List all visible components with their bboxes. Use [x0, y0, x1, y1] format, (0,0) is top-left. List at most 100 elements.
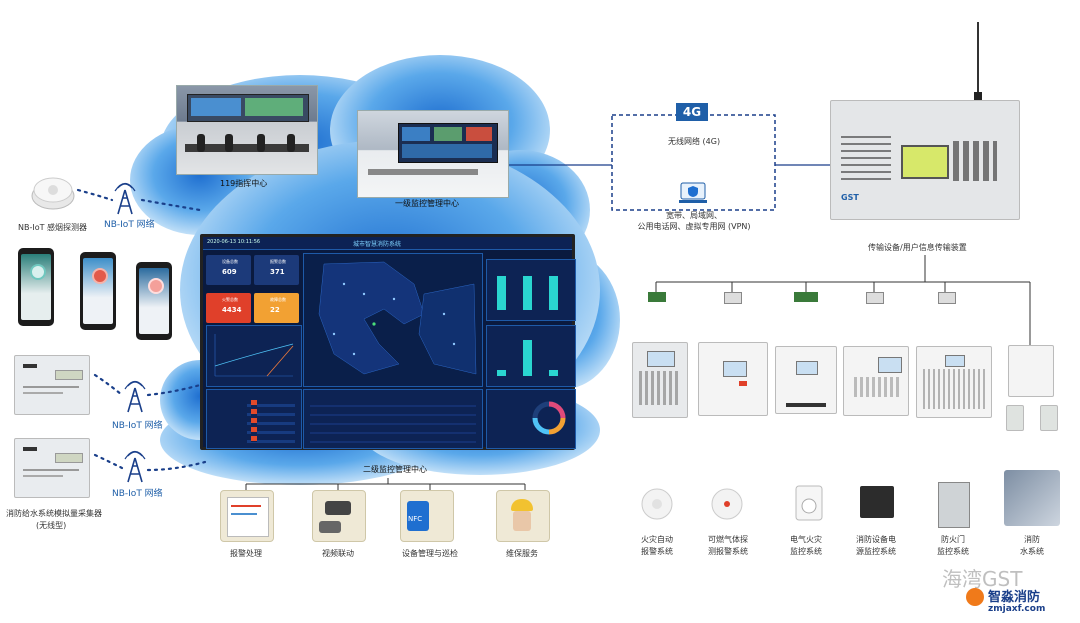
system-label-line1: 电气火灾 — [790, 535, 822, 544]
stat-value: 371 — [270, 268, 285, 276]
module-board — [648, 292, 666, 302]
analog-collector-device — [14, 355, 90, 415]
stat-label: 火警总数 — [222, 297, 238, 302]
bar-panel-top — [486, 259, 576, 321]
phone-app-3 — [136, 262, 172, 340]
smoke-detector-icon — [31, 177, 75, 210]
gauge-chart — [532, 401, 566, 435]
brand-cn: 智淼消防 — [988, 590, 1041, 605]
command-center-label: 119指挥中心 — [220, 179, 268, 188]
fire-alarm-panel — [632, 342, 688, 418]
service-label: 维保服务 — [506, 549, 538, 558]
wireless-4g-label: 无线网络 (4G) — [668, 137, 721, 146]
table-panel-center — [303, 389, 483, 449]
bar — [497, 276, 506, 310]
vpn-shield-icon — [679, 182, 707, 203]
bar — [523, 276, 532, 310]
pressure-sensor — [1006, 405, 1024, 431]
module-board — [866, 292, 884, 304]
system-label-line1: 消防 — [1024, 535, 1040, 544]
dashboard-header — [203, 237, 572, 250]
smoke-detector-icon — [641, 488, 673, 520]
alarm-handling-icon — [220, 490, 274, 542]
fire-door-icon — [938, 482, 970, 528]
system-label-line2: 测报警系统 — [708, 547, 748, 556]
stat-value: 22 — [270, 306, 280, 314]
transmission-device-label: 传输设备/用户信息传输装置 — [868, 243, 967, 252]
phone-app-1 — [18, 248, 54, 326]
level1-center-photo — [357, 110, 509, 198]
stat-tile: 故障总数 22 — [254, 293, 299, 323]
service-label: 报警处理 — [230, 549, 262, 558]
bar — [523, 340, 532, 376]
water-system-photo — [1004, 470, 1060, 526]
service-label: 设备管理与巡检 — [402, 549, 458, 558]
electrical-fire-panel — [775, 346, 837, 414]
trend-chart — [214, 334, 294, 377]
table-panel-left — [206, 389, 302, 449]
network-types-label-1: 宽带、局域网、 — [666, 211, 722, 220]
level2-center-label: 二级监控管理中心 — [363, 465, 427, 474]
dashboard-screen: 2020-06-13 10:11:56 城市智慧消防系统 设备总数 609 报警总数… — [200, 234, 576, 450]
system-label-line1: 火灾自动 — [641, 535, 673, 544]
nb-iot-network-label-3: NB-IoT 网络 — [112, 489, 163, 499]
transmission-brand: GST — [841, 193, 859, 202]
map-graphic — [318, 261, 477, 375]
water-collector-label: 消防给水系统模拟量采集器 — [6, 509, 102, 518]
stat-tile: 设备总数 609 — [206, 255, 251, 285]
phone-app-2 — [80, 252, 116, 330]
stat-value: 609 — [222, 268, 237, 276]
nb-iot-network-label-1: NB-IoT 网络 — [104, 220, 155, 230]
system-label-line2: 水系统 — [1020, 547, 1044, 556]
antenna-base — [974, 92, 982, 102]
dashboard-datetime: 2020-06-13 10:11:56 — [207, 239, 261, 245]
brand-url: zmjaxf.com — [988, 604, 1046, 614]
water-system-panel — [1008, 345, 1054, 397]
system-label-line2: 源监控系统 — [856, 547, 896, 556]
fire-door-panel — [916, 346, 992, 418]
nb-iot-network-label-2: NB-IoT 网络 — [112, 421, 163, 431]
stat-label: 故障总数 — [270, 297, 286, 302]
stat-label: 设备总数 — [222, 259, 238, 264]
stat-tile: 火警总数 4434 — [206, 293, 251, 323]
antenna — [977, 22, 979, 100]
system-label-line1: 防火门 — [941, 535, 965, 544]
bar — [549, 370, 558, 376]
command-center-photo — [176, 85, 318, 175]
nb-iot-tower-icon — [124, 380, 146, 413]
smoke-detector-label: NB-IoT 感烟探测器 — [18, 223, 88, 232]
system-label-line1: 消防设备电 — [856, 535, 896, 544]
video-link-icon — [312, 490, 366, 542]
stat-label: 报警总数 — [270, 259, 286, 264]
transmission-device: GST — [830, 100, 1020, 220]
wechat-watermark: 海湾GST — [942, 567, 1023, 591]
brand-logo-icon — [966, 588, 984, 606]
analog-collector-device — [14, 438, 90, 498]
nfc-device-icon: NFC — [400, 490, 454, 542]
system-label-line1: 可燃气体探 — [708, 535, 748, 544]
service-label: 视频联动 — [322, 549, 354, 558]
power-monitor-panel — [843, 346, 909, 416]
pressure-sensor — [1040, 405, 1058, 431]
bar — [497, 370, 506, 376]
gas-alarm-panel — [698, 342, 768, 416]
system-label-line2: 报警系统 — [641, 547, 673, 556]
gauge-panel — [486, 389, 576, 449]
module-board — [938, 292, 956, 304]
badge-4g: 4G — [676, 103, 708, 121]
nfc-label: NFC — [408, 515, 423, 523]
power-monitor-module — [860, 486, 894, 518]
module-board — [794, 292, 818, 302]
nb-iot-tower-icon — [124, 450, 146, 483]
maintenance-service-icon — [496, 490, 550, 542]
dashboard-title: 城市智慧消防系统 — [353, 241, 402, 248]
stat-value: 4434 — [222, 306, 242, 314]
module-board — [724, 292, 742, 304]
level1-center-label: 一级监控管理中心 — [395, 199, 459, 208]
gas-detector-icon — [711, 488, 743, 520]
line-chart-panel — [206, 325, 302, 387]
current-transformer-icon — [795, 485, 823, 521]
bar-panel-bottom — [486, 325, 576, 387]
system-label-line2: 监控系统 — [790, 547, 822, 556]
nb-iot-tower-icon — [114, 182, 136, 215]
